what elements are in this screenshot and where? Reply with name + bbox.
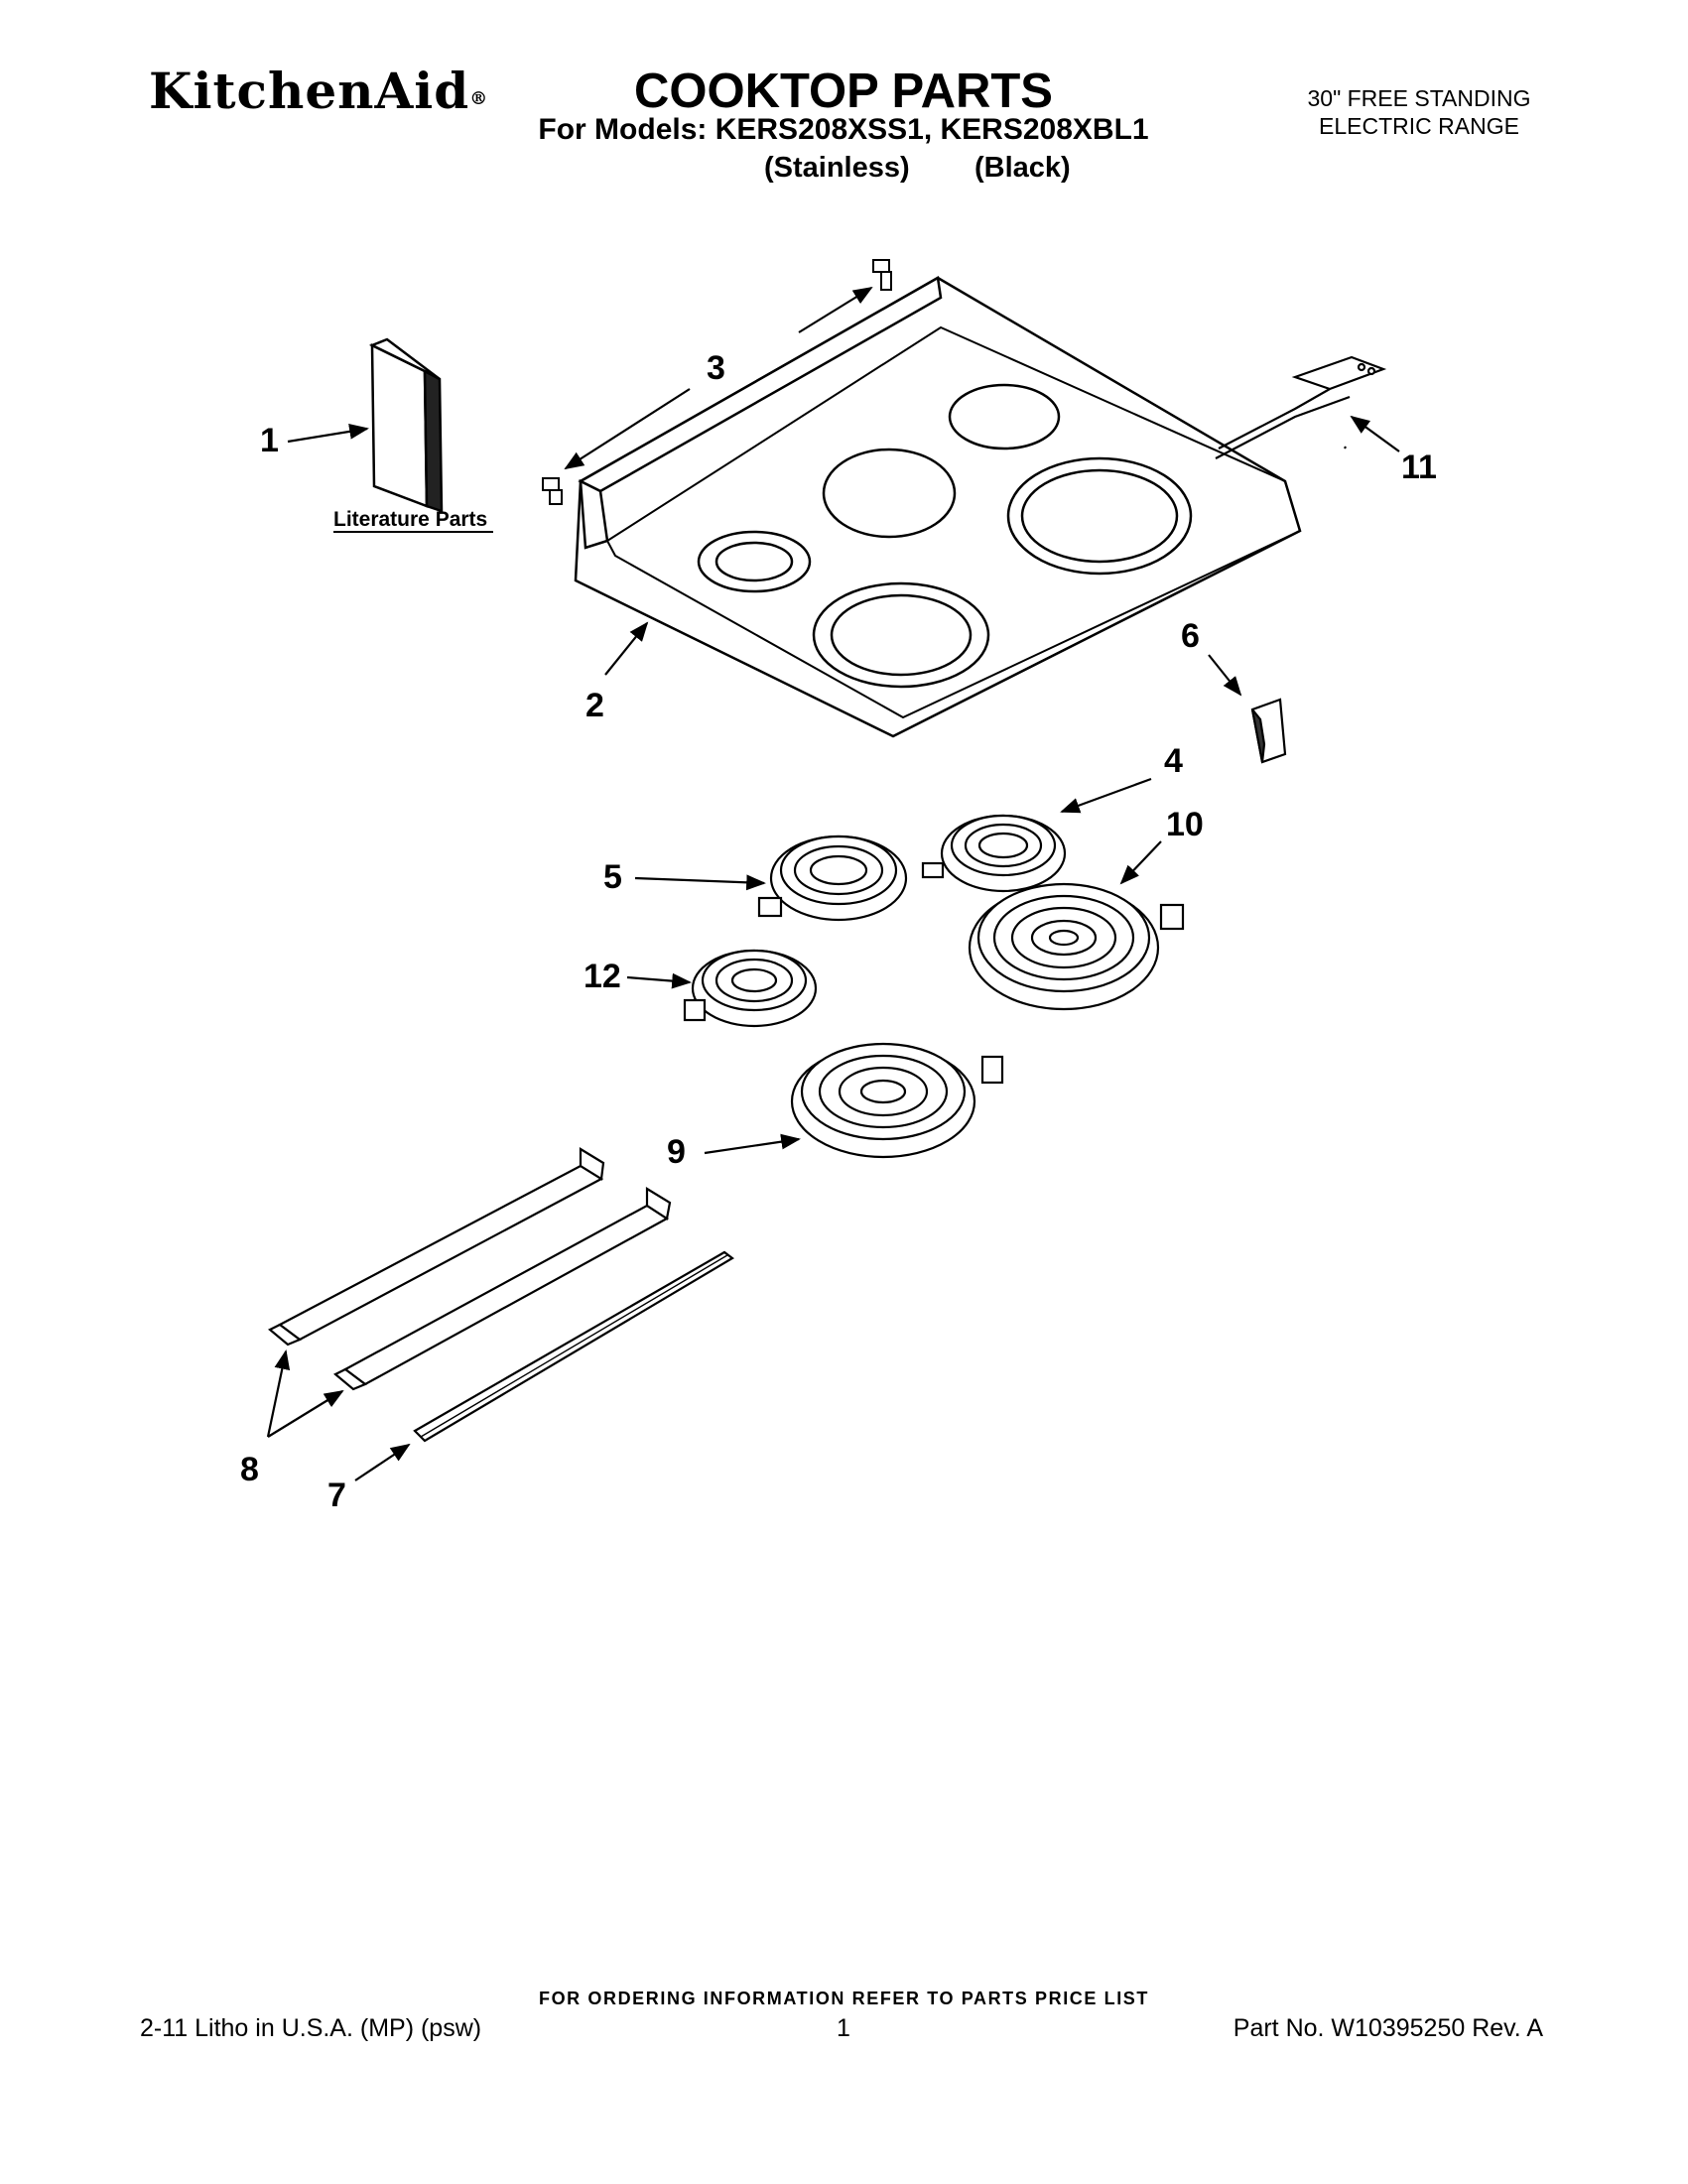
surface-element-12	[683, 949, 818, 1028]
front-trim-strip	[413, 1250, 734, 1443]
callout-6: 6	[1181, 617, 1200, 655]
support-channel-front	[333, 1187, 672, 1391]
top-clip-rear	[872, 259, 892, 291]
callout-7: 7	[327, 1477, 346, 1514]
page-title: COOKTOP PARTS	[633, 64, 1053, 118]
ordering-note: FOR ORDERING INFORMATION REFER TO PARTS …	[538, 1989, 1149, 2008]
callout-3: 3	[707, 349, 725, 387]
surface-element-9	[790, 1042, 1004, 1159]
callout-5: 5	[603, 858, 622, 896]
surface-element-10	[968, 882, 1185, 1011]
literature-booklet	[368, 337, 444, 513]
part-number: Part No. W10395250 Rev. A	[1233, 2014, 1543, 2042]
brand-name: KitchenAid	[149, 62, 470, 120]
support-channel-rear	[268, 1147, 605, 1347]
surface-element-5	[757, 835, 908, 922]
surface-element-4	[921, 814, 1067, 893]
variant-stainless: (Stainless)	[764, 152, 910, 184]
registered-mark: ®	[469, 88, 489, 109]
literature-parts-label: Literature Parts	[333, 508, 487, 531]
top-clip-front	[542, 477, 563, 505]
page-number: 1	[837, 2014, 850, 2042]
callout-9: 9	[667, 1133, 686, 1171]
variant-black: (Black)	[974, 152, 1071, 184]
callout-8: 8	[240, 1451, 259, 1488]
callout-2: 2	[585, 687, 604, 724]
brand-logo: KitchenAid®	[149, 62, 488, 120]
models-line: For Models: KERS208XSS1, KERS208XBL1	[538, 113, 1149, 146]
product-type-line-2: ELECTRIC RANGE	[1319, 113, 1519, 139]
cooktop-main-top	[574, 276, 1302, 738]
callout-10: 10	[1166, 806, 1204, 843]
callout-1: 1	[260, 422, 279, 459]
control-knob-trim	[1250, 698, 1287, 764]
callout-11: 11	[1401, 449, 1437, 486]
callout-leaders	[266, 286, 1400, 1481]
callout-4: 4	[1164, 742, 1183, 780]
product-type-line-1: 30" FREE STANDING	[1307, 85, 1531, 111]
callout-12: 12	[584, 958, 621, 995]
litho-info: 2-11 Litho in U.S.A. (MP) (psw)	[140, 2014, 482, 2042]
top-support-bracket	[1215, 355, 1387, 459]
